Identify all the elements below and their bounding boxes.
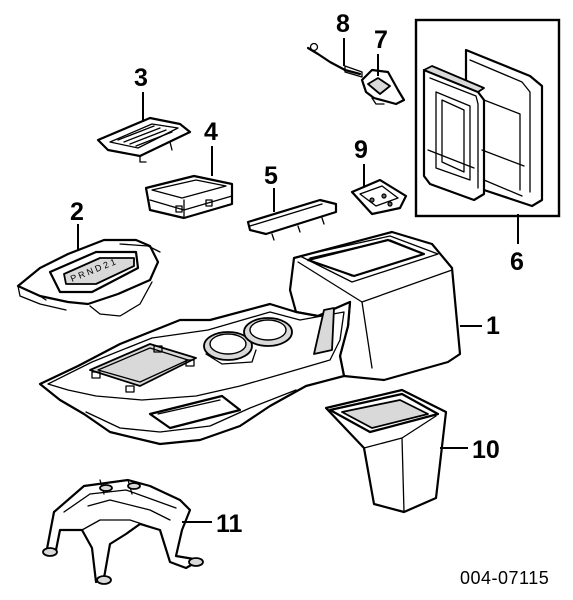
callout-labels: 1 2 3 4 5 6 7 8 9 10 11: [70, 10, 524, 538]
part-5-trim-panel: [246, 198, 338, 241]
part-6-inset-frame: [414, 18, 561, 218]
part-8-cable: [306, 42, 363, 78]
part-3-vent-cover: [96, 116, 192, 163]
part-9-bracket: [350, 178, 408, 216]
part-10-rear-bin: [324, 388, 448, 514]
callout-7: 7: [374, 26, 388, 54]
drawing-id: 004-07115: [460, 568, 549, 588]
callout-9: 9: [354, 136, 368, 164]
callout-6: 6: [510, 248, 524, 276]
part-1-floor-console: [38, 230, 462, 446]
callout-11: 11: [216, 510, 243, 538]
part-4-storage-bin: [144, 174, 234, 220]
part-11-support-bracket: [42, 478, 204, 585]
leader-lines: [77, 38, 519, 523]
callout-3: 3: [134, 64, 148, 92]
callout-1: 1: [486, 312, 500, 340]
part-2-shifter-bezel: P R N D 2 1: [16, 238, 161, 317]
callout-2: 2: [70, 198, 84, 226]
callout-5: 5: [264, 162, 278, 190]
callout-8: 8: [336, 10, 350, 38]
callout-4: 4: [204, 118, 218, 146]
callout-10: 10: [472, 436, 500, 464]
part-6-armrest-lid: [414, 18, 561, 218]
part-7-latch: [360, 68, 406, 106]
